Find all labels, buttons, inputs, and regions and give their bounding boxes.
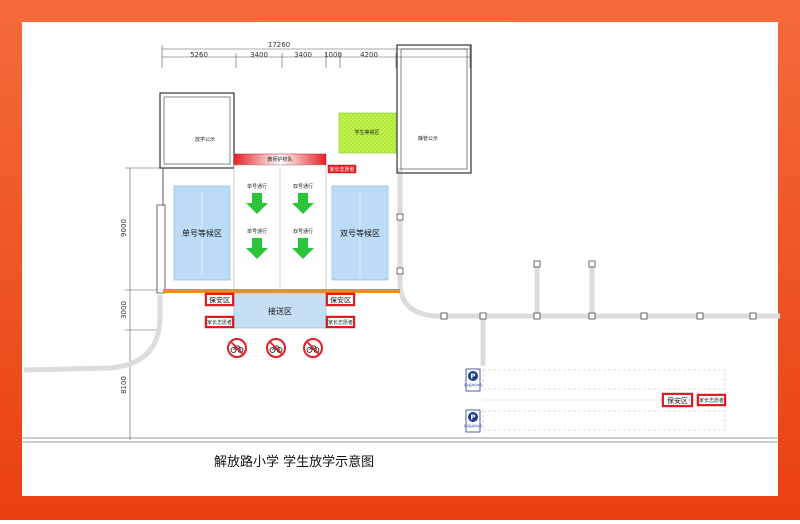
no-bicycle-icon: [227, 338, 247, 358]
volunteer-right-inner: [328, 318, 353, 326]
security-left-label: 保安区: [209, 296, 230, 305]
parking-security-label: 保安区: [667, 396, 688, 405]
gate-line: [163, 289, 400, 293]
no-bicycle-icon: [303, 338, 323, 358]
double-pass-label-1: 双号通行: [293, 183, 313, 190]
dim-height-2: 3000: [120, 301, 128, 319]
parking-lanes: [482, 369, 726, 431]
parking-sign-2: P 家长临时停车区: [464, 409, 483, 433]
pickup-zone-inner: [237, 295, 323, 326]
dim-seg-2: 3400: [250, 51, 268, 59]
arrow-down-icon: [246, 193, 268, 214]
left-dimensions: [125, 167, 160, 440]
arrow-down-icon: [292, 238, 314, 259]
left-building-inner: [163, 96, 231, 165]
pickup-zone: [233, 292, 327, 329]
dim-seg-5: 4200: [360, 51, 378, 59]
right-building-inner: [400, 48, 468, 170]
student-wait-label: 学生等候区: [354, 129, 379, 136]
double-wait-label: 双号等候区: [340, 228, 380, 238]
arrow-down-icon: [246, 238, 268, 259]
volunteer-left-inner: [207, 318, 232, 326]
dim-seg-1: 5260: [190, 51, 208, 59]
gate-post-left: [156, 204, 166, 294]
parking-volunteer-inner: [699, 396, 724, 404]
left-building-outer: [159, 92, 235, 169]
dim-height-1: 9000: [120, 219, 128, 237]
parking-sign-caption: 家长临时停车区: [464, 424, 483, 428]
dim-seg-3: 3400: [294, 51, 312, 59]
no-bicycle-icon: [266, 338, 286, 358]
total-width-label: 17260: [268, 41, 290, 49]
diagram-title: 解放路小学 学生放学示意图: [214, 454, 374, 470]
teacher-guard-label: 教师护校队: [267, 156, 292, 163]
dim-seg-4: 1000: [324, 51, 342, 59]
security-right-inner: [328, 295, 353, 304]
arrow-down-icon: [292, 193, 314, 214]
parking-volunteer-label: 家长志愿者: [699, 397, 724, 404]
pickup-label: 接送区: [268, 306, 292, 316]
parking-sign-caption: 家长临时停车区: [464, 383, 483, 387]
left-building-label: 放学公示: [195, 136, 215, 143]
single-pass-label-2: 单号通行: [247, 228, 267, 235]
road-nodes: [396, 213, 757, 320]
double-pass-label-2: 双号通行: [293, 228, 313, 235]
single-wait-label: 单号等候区: [182, 228, 222, 238]
top-volunteer-box: [327, 164, 357, 174]
security-left-inner: [207, 295, 232, 304]
top-volunteer-label: 家长志愿者: [329, 166, 354, 173]
parking-icon: P: [470, 373, 475, 381]
volunteer-left-label: 家长志愿者: [207, 319, 232, 326]
student-wait-zone: [338, 112, 397, 154]
dim-height-3: 8100: [120, 376, 128, 394]
volunteer-right-label: 家长志愿者: [328, 319, 353, 326]
single-pass-label-1: 单号通行: [247, 183, 267, 190]
right-building-label: 静管公示: [418, 135, 438, 142]
parking-sign-1: P 家长临时停车区: [464, 368, 483, 392]
security-right-label: 保安区: [330, 296, 351, 305]
parking-security-inner: [664, 395, 691, 405]
right-building-outer: [396, 44, 472, 174]
parking-icon: P: [470, 414, 475, 422]
